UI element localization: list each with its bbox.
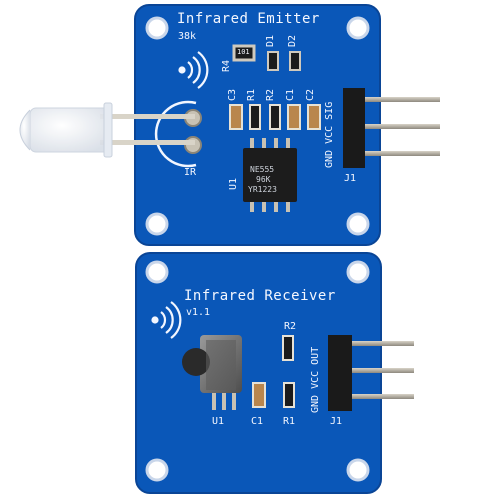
label-receiver-r1: R1 — [283, 416, 296, 427]
label-receiver-u1: U1 — [212, 416, 225, 427]
label-receiver-j1: J1 — [330, 416, 343, 427]
label-receiver-c1: C1 — [251, 416, 264, 427]
emitter-title: Infrared Emitter — [177, 11, 320, 27]
receiver-version: v1.1 — [186, 307, 211, 318]
chip-marking-line1: NE555 — [250, 165, 275, 174]
label-r4: R4 — [221, 59, 232, 72]
receiver-pin-labels: GND VCC OUT — [310, 346, 321, 413]
emitter-wireless-icon — [178, 51, 209, 89]
label-d2: D2 — [287, 34, 298, 47]
emitter-pin-labels: GND VCC SIG — [324, 101, 335, 168]
emitter-smd-parts — [229, 44, 321, 130]
emitter-frequency-label: 38k — [178, 31, 197, 42]
label-emitter-j1: J1 — [344, 173, 357, 184]
label-r1: R1 — [246, 88, 257, 101]
resistor-r4-code: 101 — [237, 48, 250, 56]
label-c3: C3 — [227, 88, 238, 101]
label-c1: C1 — [285, 88, 296, 101]
receiver-board — [135, 252, 414, 494]
label-c2: C2 — [305, 88, 316, 101]
chip-marking-line3: YR1223 — [248, 185, 277, 194]
emitter-mounting-holes — [145, 16, 370, 236]
label-ir: IR — [184, 167, 197, 178]
receiver-title: Infrared Receiver — [184, 288, 336, 304]
receiver-wireless-icon — [151, 301, 182, 339]
ne555-chip — [243, 138, 297, 212]
label-receiver-r2: R2 — [284, 321, 297, 332]
emitter-board — [19, 4, 440, 246]
receiver-mounting-holes — [145, 260, 370, 482]
label-emitter-u1: U1 — [228, 177, 239, 190]
label-r2: R2 — [265, 88, 276, 101]
label-d1: D1 — [265, 34, 276, 47]
ir-led — [19, 102, 195, 158]
receiver-pin-header — [328, 335, 414, 411]
emitter-pin-header — [343, 88, 440, 168]
receiver-smd-parts — [252, 335, 295, 408]
chip-marking-line2: 96K — [256, 175, 271, 184]
ir-receiver-module — [182, 335, 242, 410]
